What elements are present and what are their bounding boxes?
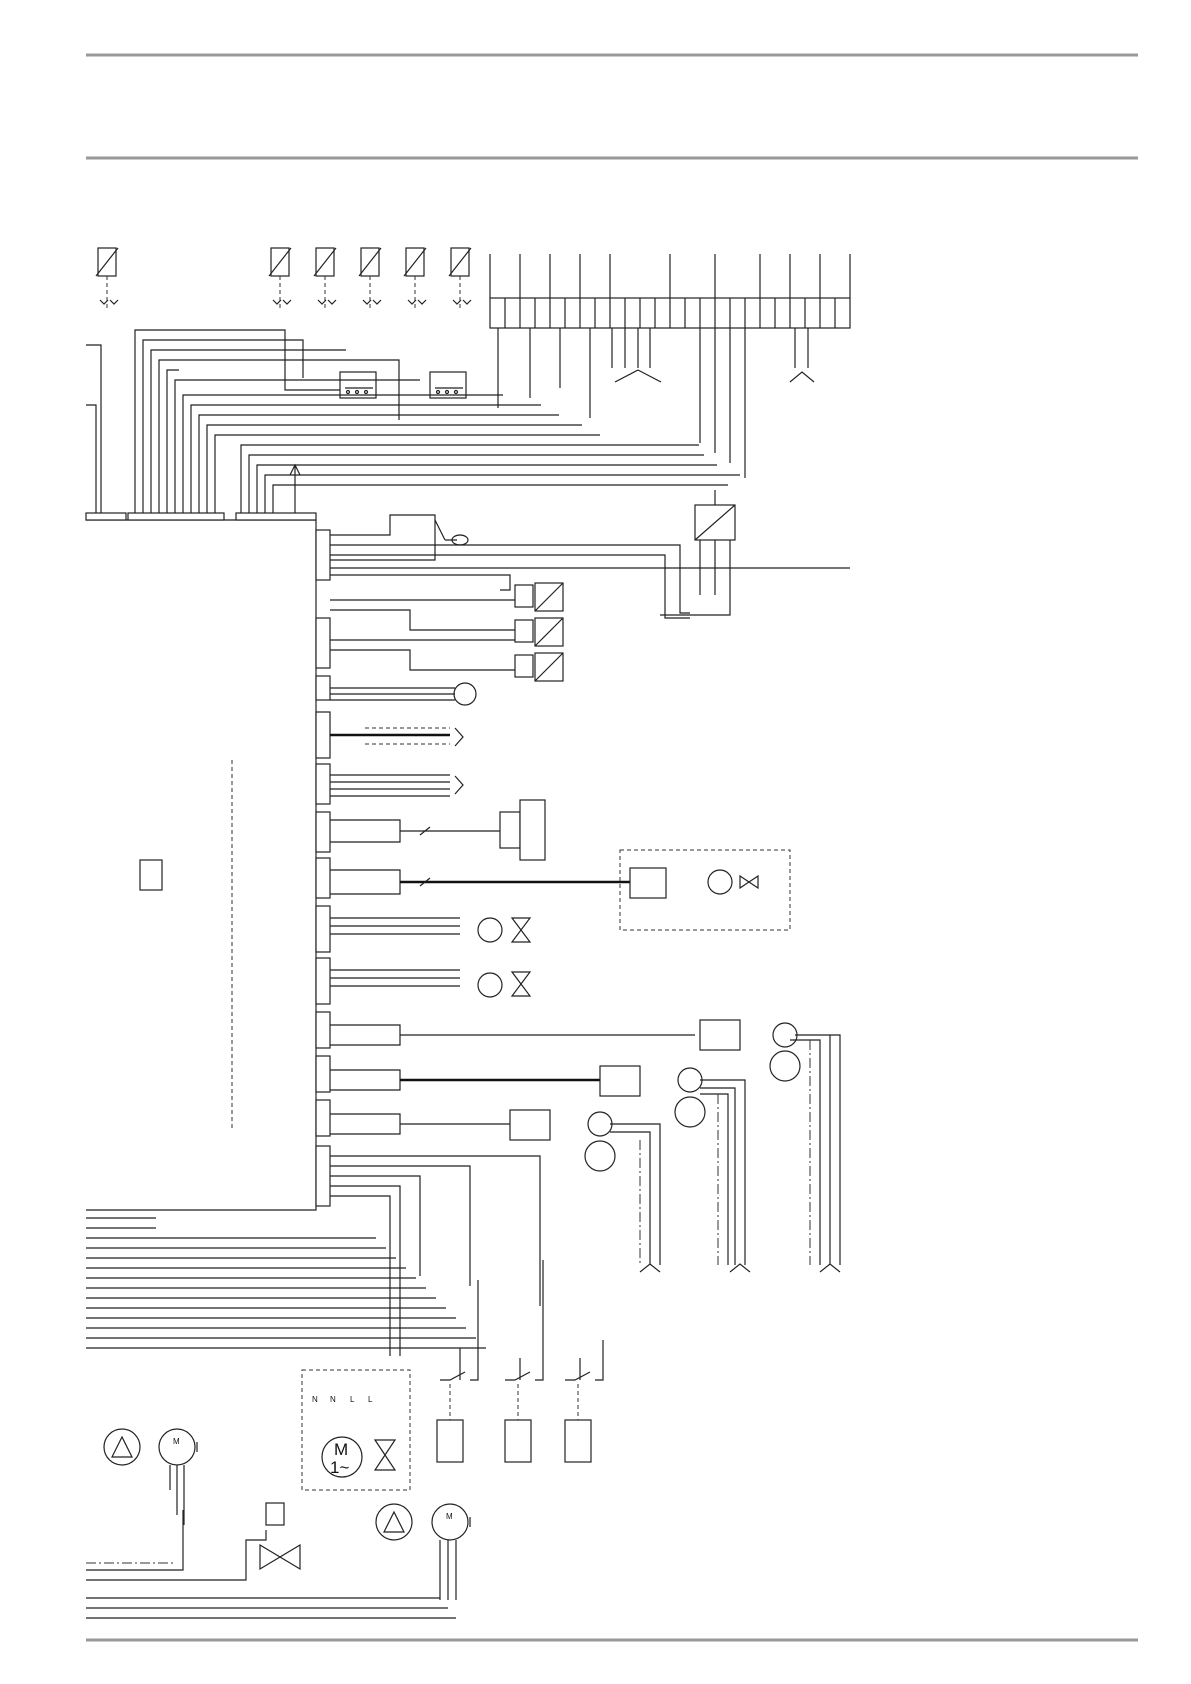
motor-terminal-n2: N — [330, 1395, 336, 1404]
sensor-module — [330, 568, 850, 681]
pressure-switch-icon — [330, 515, 468, 560]
valve-icon — [375, 1440, 395, 1470]
pump-icon: M M — [104, 1429, 470, 1600]
temperature-sensor-icon — [96, 248, 118, 310]
board-connectors — [316, 530, 330, 1206]
wire-harness-bottom — [86, 1156, 580, 1380]
junction-block — [340, 372, 466, 398]
connector-arrow-icon — [640, 1264, 840, 1272]
board-component — [140, 860, 162, 890]
temperature-sensor-icon — [404, 248, 426, 310]
pump-motor-letter-2: M — [446, 1512, 453, 1521]
main-board — [86, 513, 316, 1210]
motor-letter: M — [334, 1440, 348, 1459]
motor-terminal-l1: L — [350, 1395, 355, 1404]
bus-cable — [330, 728, 463, 796]
motor-terminal-l2: L — [368, 1395, 373, 1404]
temperature-sensor-icon — [269, 248, 291, 310]
motor-valve-box: N N L L M 1~ — [302, 1370, 410, 1490]
valve-icon — [740, 876, 758, 888]
temperature-sensor-icon — [449, 248, 471, 310]
pump-motor-letter-1: M — [173, 1437, 180, 1446]
valve-icon — [330, 918, 530, 997]
fan-icon — [330, 1020, 800, 1171]
connector-block — [330, 800, 545, 860]
wire-harness-top — [86, 328, 745, 513]
top-terminal-strip — [490, 254, 850, 382]
motor-terminal-n1: N — [312, 1395, 318, 1404]
temperature-sensor-icon — [359, 248, 381, 310]
flow-sensor-icon — [330, 683, 476, 705]
motor-phase: 1~ — [330, 1458, 349, 1477]
fan-cables — [610, 1035, 840, 1272]
temperature-sensor-icon — [314, 248, 336, 310]
